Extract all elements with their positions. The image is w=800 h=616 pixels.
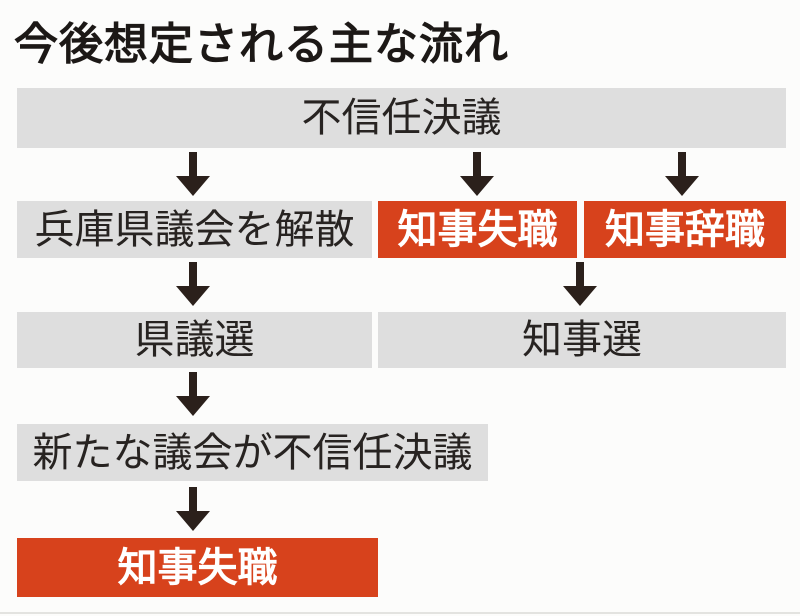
down-arrow-icon [176, 152, 210, 196]
down-arrow-icon [176, 372, 210, 416]
node-prefectural-assembly-election: 県議選 [17, 312, 372, 368]
down-arrow-icon [176, 487, 210, 531]
down-arrow-icon [665, 152, 699, 196]
node-no-confidence-resolution: 不信任決議 [17, 88, 786, 148]
down-arrow-icon [460, 152, 494, 196]
node-dissolve-hyogo-assembly: 兵庫県議会を解散 [17, 201, 372, 258]
page-title: 今後想定される主な流れ [14, 19, 509, 70]
node-governor-resigns: 知事辞職 [584, 201, 786, 258]
node-new-assembly-no-confidence: 新たな議会が不信任決議 [17, 424, 488, 481]
bottom-hairline [0, 612, 800, 614]
down-arrow-icon [176, 262, 210, 306]
down-arrow-icon [563, 262, 597, 306]
node-governor-election: 知事選 [378, 312, 786, 368]
node-governor-loses-office-final: 知事失職 [17, 538, 378, 597]
node-governor-loses-office: 知事失職 [378, 201, 577, 258]
